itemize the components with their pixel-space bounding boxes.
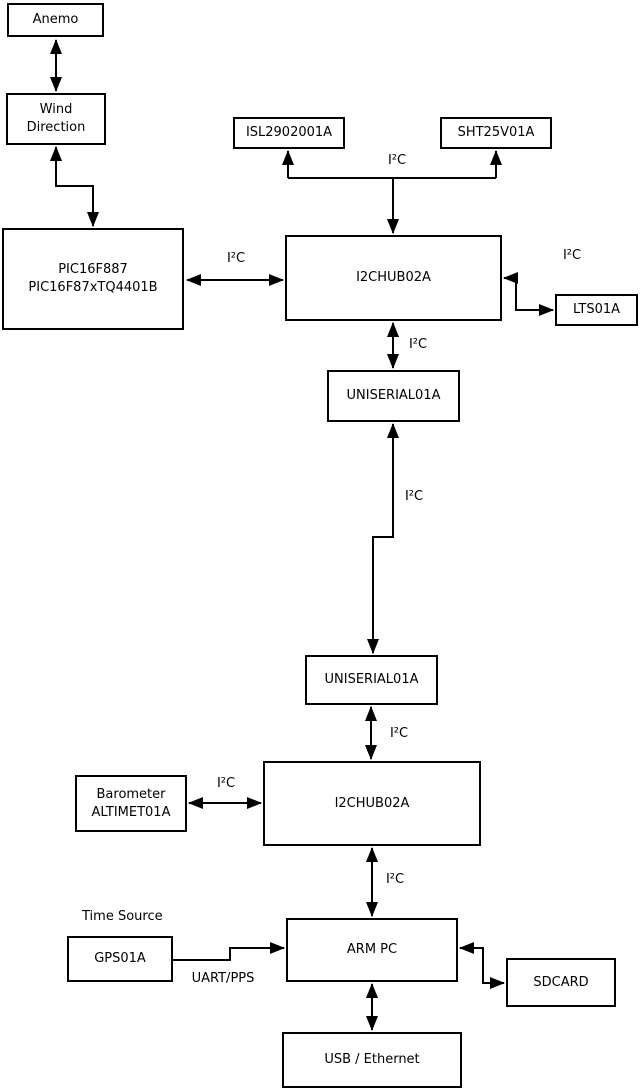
label-i2c-barometer-bus: I²C — [216, 776, 236, 791]
node-lts01a: LTS01A — [555, 294, 638, 326]
node-pic: PIC16F887 PIC16F87xTQ4401B — [2, 228, 184, 330]
node-wind-direction: Wind Direction — [6, 93, 106, 145]
edge-armpc-sdcard — [459, 942, 505, 989]
label-time-source: Time Source — [82, 909, 163, 924]
edge-uniserial1-uniserial2 — [367, 423, 399, 654]
node-uniserial01a-1: UNISERIAL01A — [327, 370, 460, 422]
node-arm-pc: ARM PC — [286, 918, 458, 982]
node-i2chub02a-1: I2CHUB02A — [285, 235, 502, 321]
node-barometer-altimet01a: Barometer ALTIMET01A — [75, 775, 187, 832]
label-i2c-pic-bus: I²C — [226, 251, 246, 266]
edge-gps-armpc — [173, 942, 285, 961]
node-usb-ethernet: USB / Ethernet — [282, 1032, 462, 1088]
label-i2c-lts-bus: I²C — [562, 248, 582, 263]
label-uart-pps: UART/PPS — [191, 971, 255, 986]
node-isl2902001a: ISL2902001A — [233, 117, 345, 149]
edge-wind-direction-pic — [50, 146, 99, 227]
label-i2c-uniserial-link: I²C — [404, 489, 424, 504]
label-i2c-uniserial-hub2: I²C — [389, 726, 409, 741]
node-gps01a: GPS01A — [67, 936, 173, 982]
node-sht25v01a: SHT25V01A — [440, 117, 552, 149]
node-i2chub02a-2: I2CHUB02A — [263, 761, 481, 846]
node-sdcard: SDCARD — [506, 958, 616, 1007]
label-i2c-hub2-armpc: I²C — [385, 872, 405, 887]
label-i2c-hub1-uniserial: I²C — [408, 337, 428, 352]
label-i2c-sensor-bus: I²C — [387, 153, 407, 168]
edge-hub1-lts — [503, 272, 554, 316]
node-uniserial01a-2: UNISERIAL01A — [305, 655, 438, 705]
node-anemo: Anemo — [7, 3, 104, 37]
